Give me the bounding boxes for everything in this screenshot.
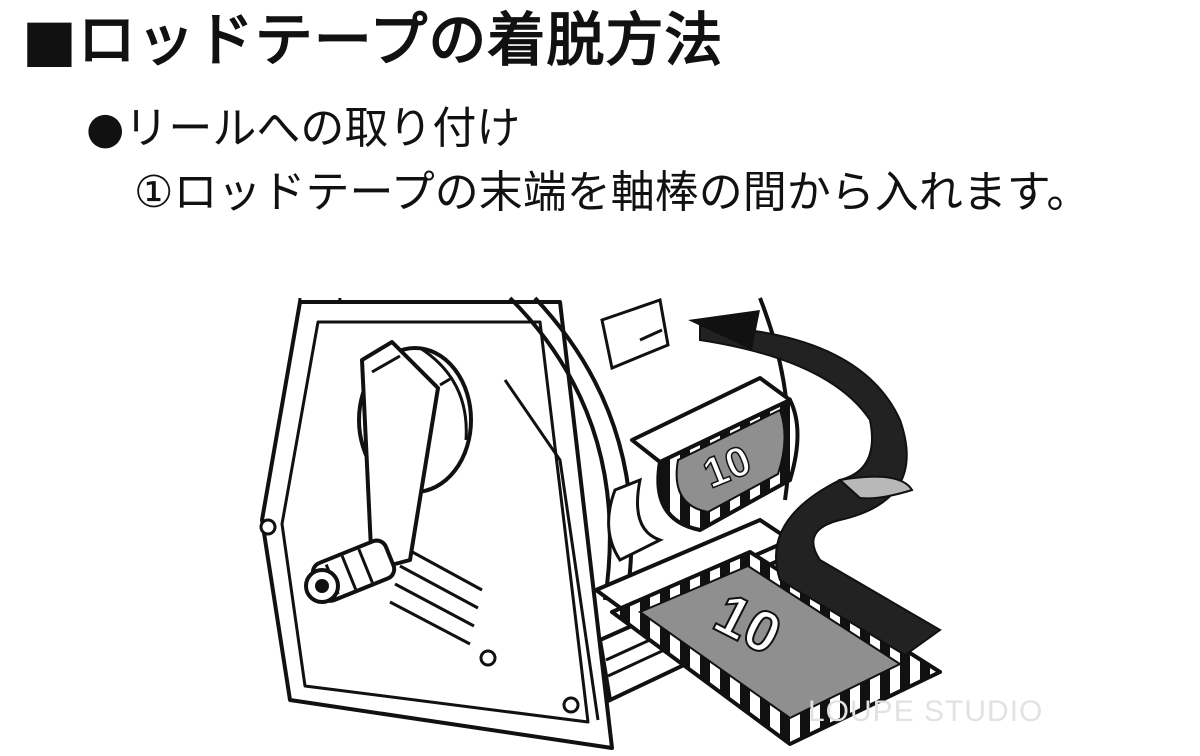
section-heading: ●リールへの取り付け [86, 103, 521, 154]
tape-band [699, 324, 942, 657]
step-instruction: ①ロッドテープの末端を軸棒の間から入れます。 [134, 167, 1091, 218]
watermark: LOUPE STUDIO [808, 695, 1044, 728]
tape-end: 10 [610, 550, 942, 746]
page-title: ■ロッドテープの着脱方法 [22, 6, 724, 74]
crank-handle [304, 340, 440, 604]
reel-illustration: 10 10 [259, 296, 942, 750]
tape-coil: 10 [607, 376, 800, 562]
left-frame [259, 300, 614, 750]
insert-arrow-icon [688, 310, 760, 350]
axis-bars [600, 298, 670, 371]
